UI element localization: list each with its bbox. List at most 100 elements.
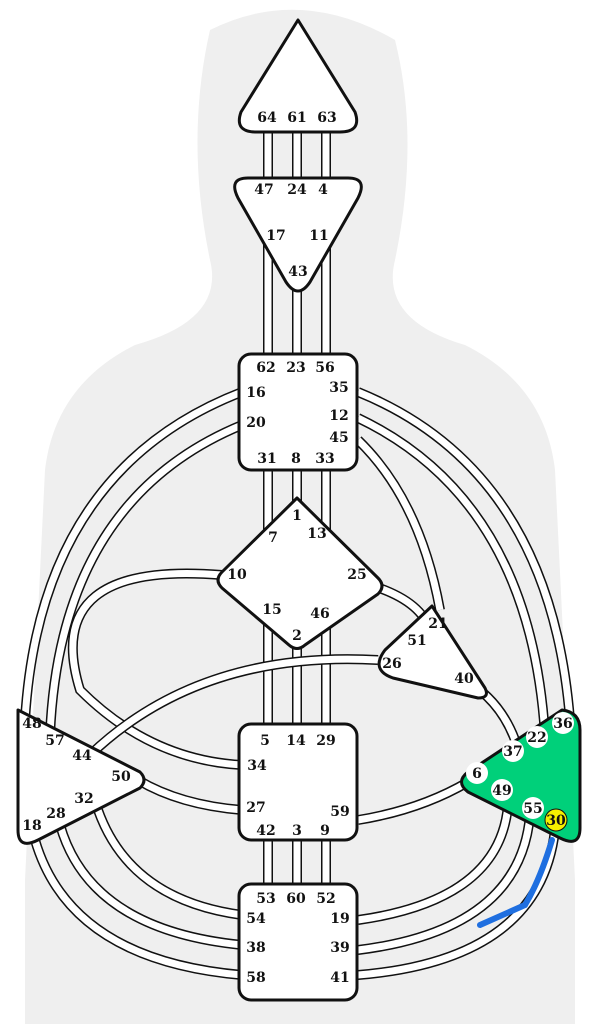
gate-26-label: 26 bbox=[382, 656, 401, 672]
channel-28-38-fill bbox=[56, 824, 243, 949]
gate-45-label: 45 bbox=[329, 430, 348, 446]
gate-22-label: 22 bbox=[527, 730, 546, 746]
gate-29-label: 29 bbox=[316, 733, 335, 749]
gate-62-label: 62 bbox=[256, 360, 275, 376]
gate-25-label: 25 bbox=[347, 567, 366, 583]
gate-58-label: 58 bbox=[246, 970, 265, 986]
channel-18-58-fill bbox=[31, 839, 243, 979]
gate-36-label: 36 bbox=[553, 716, 572, 732]
gate-55-marker bbox=[522, 797, 544, 819]
gate-6-marker bbox=[466, 762, 488, 784]
heart-center bbox=[377, 604, 488, 700]
gate-46-label: 46 bbox=[310, 606, 329, 622]
centers-layer bbox=[16, 18, 582, 1002]
root-center bbox=[237, 882, 359, 1002]
gate-28-label: 28 bbox=[46, 806, 65, 822]
gate-54-label: 54 bbox=[246, 911, 266, 927]
gate-30-marker bbox=[544, 808, 568, 832]
gate-34-label: 34 bbox=[247, 758, 267, 774]
gate-5-label: 5 bbox=[260, 733, 270, 749]
gate-16-label: 16 bbox=[246, 385, 265, 401]
gate-55-label: 55 bbox=[523, 801, 542, 817]
head-center bbox=[237, 18, 359, 134]
gate-59-label: 59 bbox=[330, 804, 349, 820]
gate-38-label: 38 bbox=[246, 940, 265, 956]
ajna-center bbox=[233, 176, 363, 293]
gate-63-label: 63 bbox=[317, 110, 336, 126]
gate-41-label: 41 bbox=[330, 970, 349, 986]
gate-24-label: 24 bbox=[287, 182, 307, 198]
gate-2-label: 2 bbox=[292, 628, 302, 644]
gate-53-label: 53 bbox=[256, 891, 275, 907]
gate-33-label: 33 bbox=[315, 451, 334, 467]
gate-64-label: 64 bbox=[257, 110, 277, 126]
gate-13-label: 13 bbox=[307, 526, 326, 542]
channel-55-39-fill bbox=[357, 814, 534, 954]
channel-50-27-fill bbox=[136, 776, 243, 814]
gate-14-label: 14 bbox=[286, 733, 306, 749]
gate-21-label: 21 bbox=[428, 616, 447, 632]
gate-15-label: 15 bbox=[262, 602, 281, 618]
gate-20-label: 20 bbox=[246, 415, 266, 431]
gate-51-label: 51 bbox=[407, 633, 426, 649]
gate-40-label: 40 bbox=[454, 671, 474, 687]
gate-57-label: 57 bbox=[45, 733, 64, 749]
gate-35-label: 35 bbox=[329, 380, 348, 396]
gate-31-label: 31 bbox=[257, 451, 276, 467]
sacral-center bbox=[237, 722, 359, 842]
channel-10-34-fill bbox=[69, 569, 243, 769]
channel-45-21-fill bbox=[355, 437, 444, 611]
gate-43-label: 43 bbox=[288, 264, 307, 280]
gate-61-label: 61 bbox=[287, 110, 306, 126]
channel-30-41-highlight bbox=[477, 837, 555, 928]
gate-27-label: 27 bbox=[246, 800, 265, 816]
gate-17-label: 17 bbox=[266, 228, 285, 244]
channel-49-19-fill bbox=[357, 804, 512, 924]
gate-8-label: 8 bbox=[291, 451, 301, 467]
gate-60-label: 60 bbox=[286, 891, 306, 907]
gate-47-label: 47 bbox=[254, 182, 273, 198]
gate-49-label: 49 bbox=[492, 783, 511, 799]
gate-23-label: 23 bbox=[286, 360, 305, 376]
gate-18-label: 18 bbox=[22, 818, 41, 834]
gate-7-label: 7 bbox=[268, 530, 278, 546]
channel-59-6-fill bbox=[357, 778, 470, 824]
channel-32-54-fill bbox=[94, 808, 243, 919]
throat-center bbox=[237, 352, 359, 472]
gate-42-label: 42 bbox=[256, 823, 275, 839]
gate-32-label: 32 bbox=[74, 791, 93, 807]
channel-20-57-fill bbox=[46, 421, 244, 736]
channel-16-48-fill bbox=[21, 388, 244, 721]
gate-19-label: 19 bbox=[330, 911, 349, 927]
gate-48-label: 48 bbox=[22, 716, 41, 732]
gate-37-label: 37 bbox=[503, 744, 522, 760]
gate-9-label: 9 bbox=[320, 823, 330, 839]
gate-12-label: 12 bbox=[329, 408, 348, 424]
gate-52-label: 52 bbox=[316, 891, 335, 907]
gate-4-label: 4 bbox=[318, 182, 328, 198]
gate-56-label: 56 bbox=[315, 360, 334, 376]
gate-3-label: 3 bbox=[292, 823, 302, 839]
channel-12-22-fill bbox=[356, 414, 549, 736]
g-center bbox=[216, 496, 384, 650]
channel-26-44-fill bbox=[87, 655, 379, 758]
gate-10-label: 10 bbox=[227, 567, 247, 583]
channel-30-41-fill bbox=[357, 829, 559, 979]
gate-39-label: 39 bbox=[330, 940, 349, 956]
gate-49-marker bbox=[491, 779, 513, 801]
gate-11-label: 11 bbox=[309, 228, 328, 244]
gate-30-label: 30 bbox=[546, 813, 566, 829]
gate-6-label: 6 bbox=[472, 766, 482, 782]
gate-36-marker bbox=[552, 712, 574, 734]
gate-1-label: 1 bbox=[292, 508, 302, 524]
gate-44-label: 44 bbox=[72, 748, 92, 764]
gate-37-marker bbox=[502, 740, 524, 762]
gate-22-marker bbox=[526, 726, 548, 748]
gate-50-label: 50 bbox=[111, 769, 131, 785]
spleen-center bbox=[16, 708, 146, 845]
channel-35-36-fill bbox=[356, 388, 574, 721]
solar-plexus-center bbox=[460, 708, 582, 843]
